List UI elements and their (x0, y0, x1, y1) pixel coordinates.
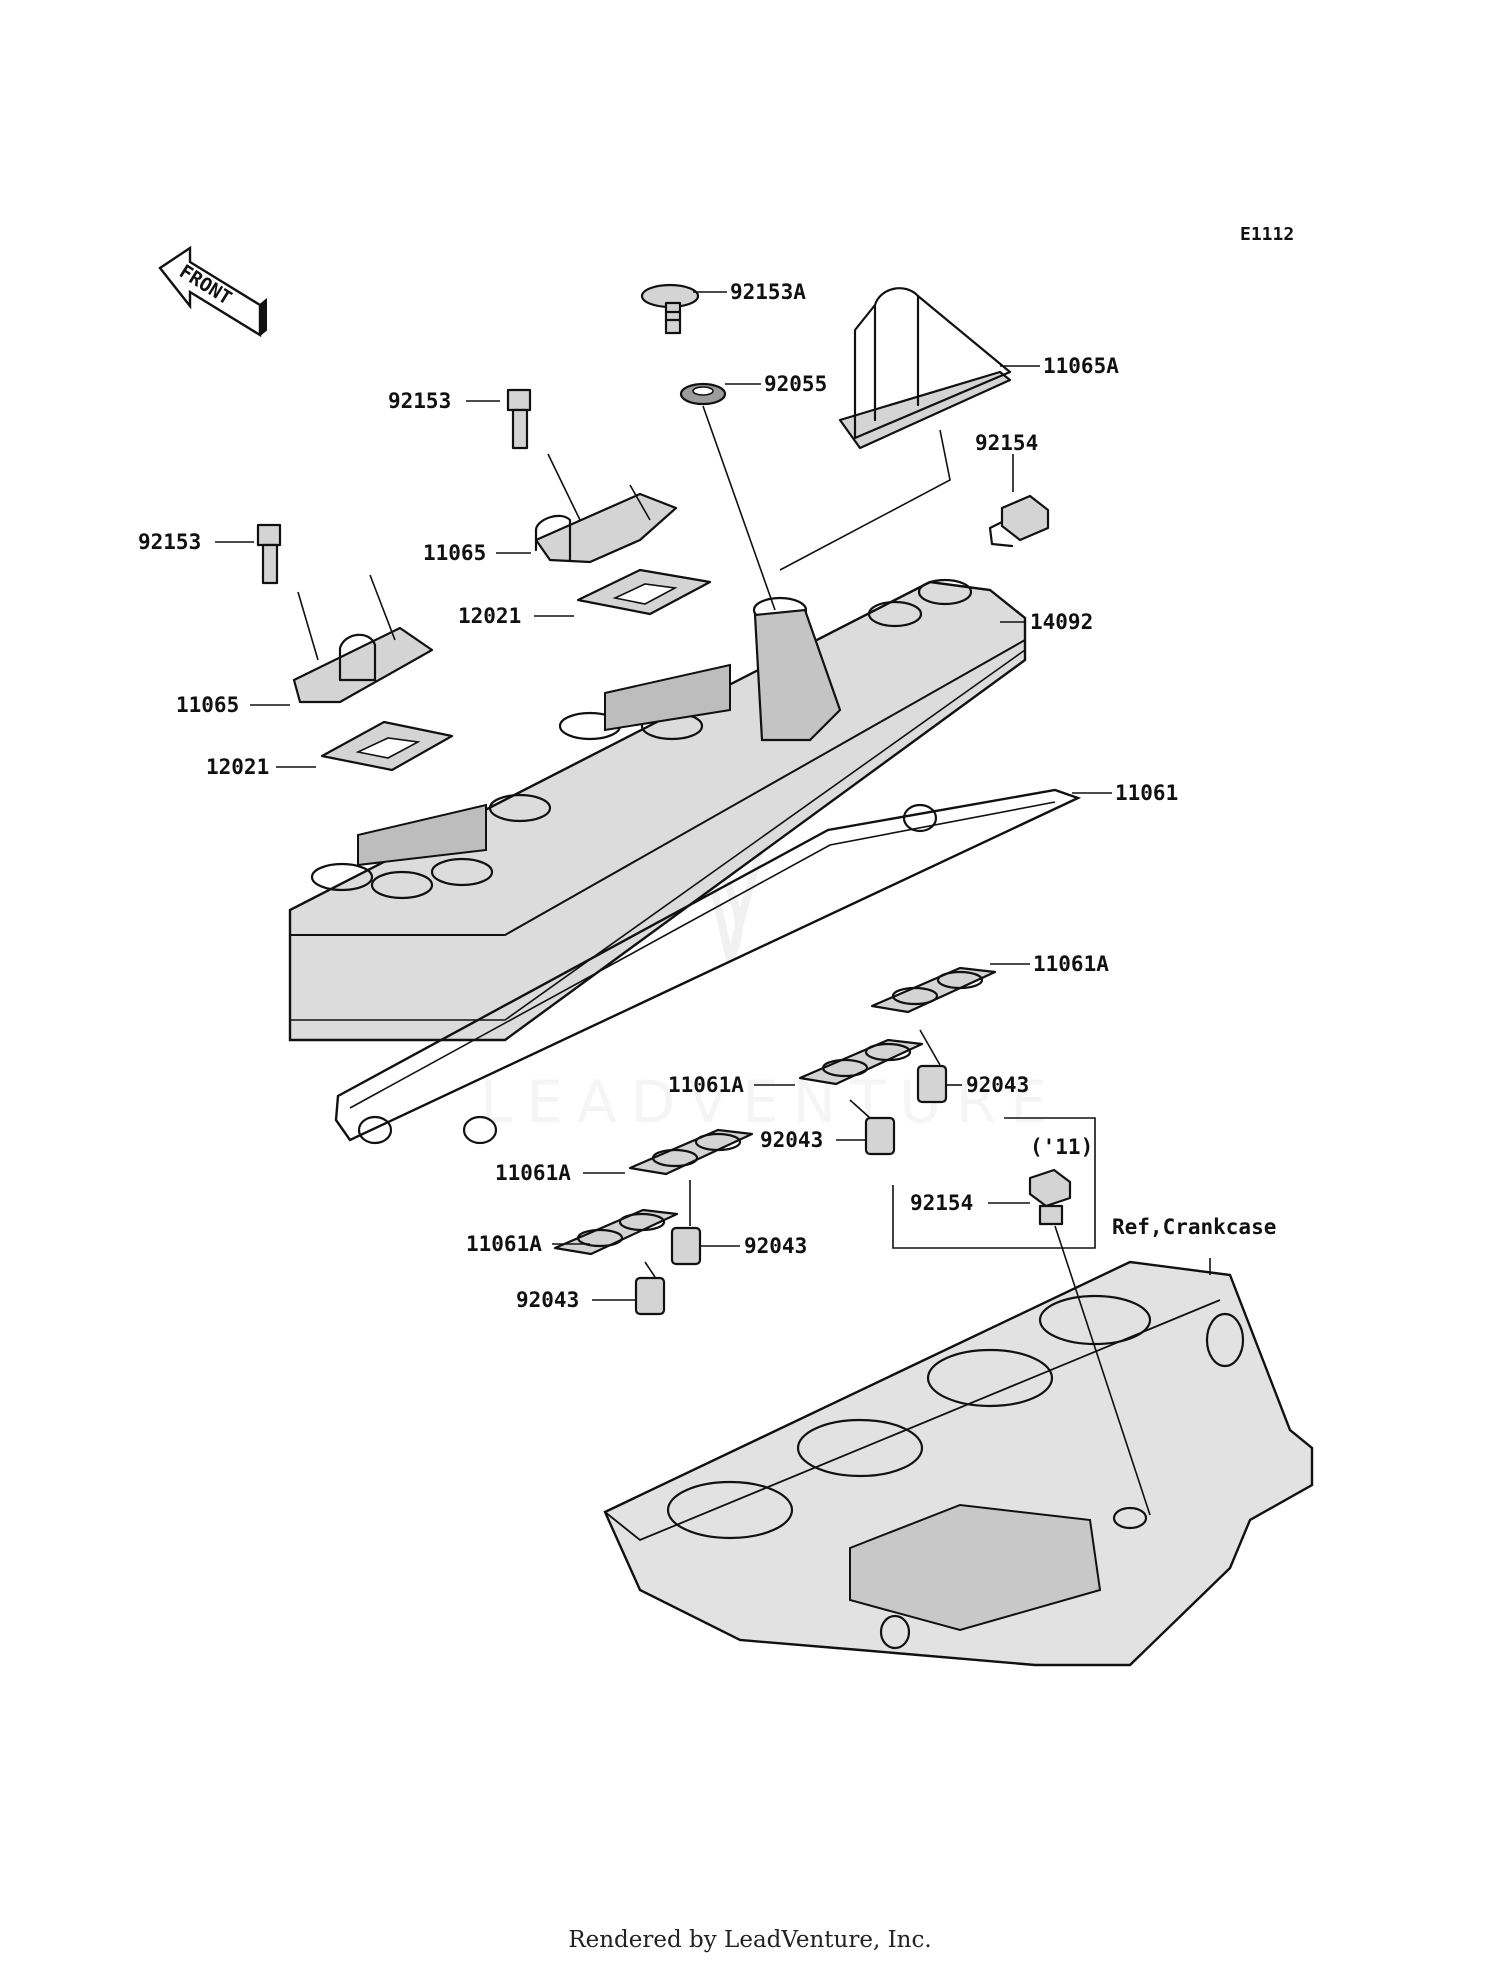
label-ref-crankcase: Ref,Crankcase (1112, 1215, 1276, 1239)
diagram-code: E1112 (1240, 224, 1294, 245)
label-92043-c: 92043 (744, 1234, 807, 1258)
gasket-11061a-4 (553, 1208, 679, 1256)
label-11061a-a: 11061A (1033, 952, 1109, 976)
watermark-logo: LEADVENTURE (480, 818, 1061, 1136)
label-11061: 11061 (1115, 781, 1178, 805)
label-11061a-b: 11061A (668, 1073, 744, 1097)
year-bracket (892, 1117, 1096, 1249)
label-92153-a: 92153 (388, 389, 451, 413)
label-92043-b: 92043 (760, 1128, 823, 1152)
bolt-92153a (640, 283, 700, 335)
label-year-11: ('11) (1030, 1135, 1093, 1159)
label-92043-d: 92043 (516, 1288, 579, 1312)
label-14092: 14092 (1030, 610, 1093, 634)
leader-lines (215, 291, 1211, 1516)
label-11065-a: 11065 (423, 541, 486, 565)
label-12021-a: 12021 (458, 604, 521, 628)
gasket-11061a-2 (798, 1038, 924, 1086)
label-11065-b: 11065 (176, 693, 239, 717)
label-92043-a: 92043 (966, 1073, 1029, 1097)
label-11061a-c: 11061A (495, 1161, 571, 1185)
gasket-11061a-3 (628, 1128, 754, 1176)
dowel-92043-4 (634, 1276, 666, 1316)
grommet-92055 (679, 382, 727, 406)
footer-credit: Rendered by LeadVenture, Inc. (568, 1927, 931, 1953)
gasket-11061a-1 (870, 966, 997, 1014)
watermark-text: LEADVENTURE (480, 1068, 1061, 1136)
label-92154-bottom: 92154 (910, 1191, 973, 1215)
cover-11065-upper (534, 492, 678, 564)
label-92153-b: 92153 (138, 530, 201, 554)
label-11061a-d: 11061A (466, 1232, 542, 1256)
gasket-12021-lower (320, 720, 454, 772)
label-11065a: 11065A (1043, 354, 1119, 378)
front-arrow-icon: FRONT (158, 245, 267, 338)
label-92154-top: 92154 (975, 431, 1038, 455)
label-92055: 92055 (764, 372, 827, 396)
label-92153a: 92153A (730, 280, 806, 304)
crankcase-reference (603, 1260, 1314, 1667)
label-12021-b: 12021 (206, 755, 269, 779)
plug-92154-bottom (1028, 1168, 1072, 1226)
dowel-92043-1 (916, 1064, 948, 1104)
cover-11065a (838, 287, 1012, 450)
cover-11065-lower (292, 626, 434, 704)
cylinder-head-cover-14092 (288, 578, 1027, 1042)
gasket-11061 (334, 788, 1082, 1145)
dowel-92043-3 (670, 1226, 702, 1266)
bolt-92153-top (506, 388, 532, 450)
plug-92154-top (988, 494, 1050, 548)
gasket-12021-upper (576, 568, 712, 616)
bolt-92153-left (256, 523, 282, 585)
dowel-92043-2 (864, 1116, 896, 1156)
